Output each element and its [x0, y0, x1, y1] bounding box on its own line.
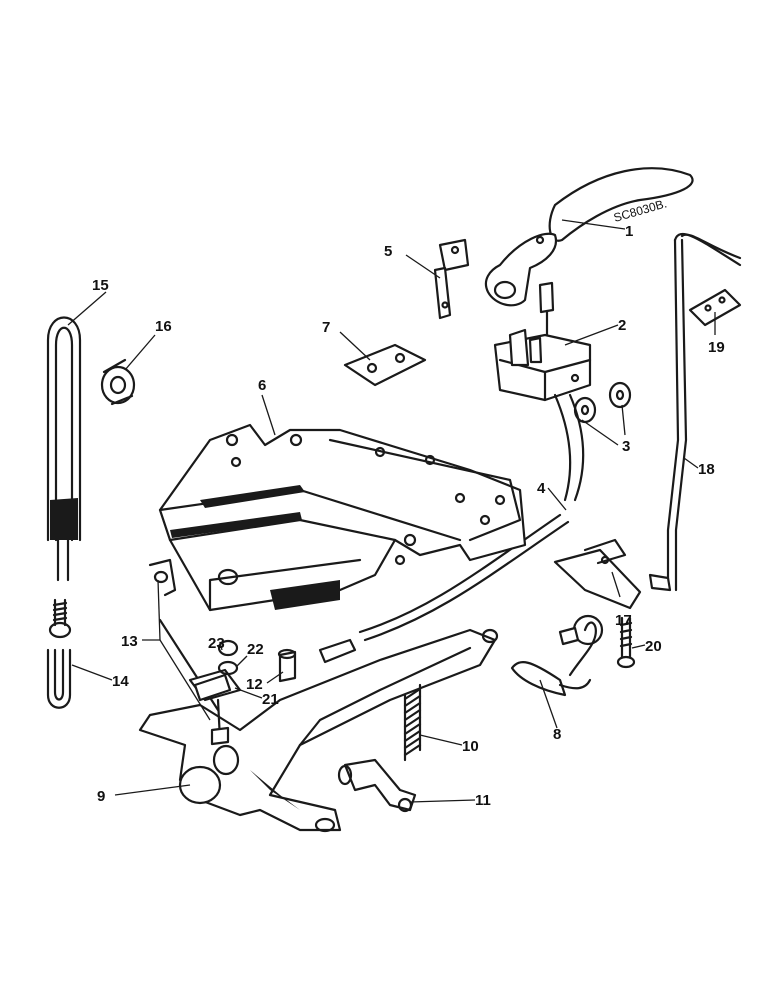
callout-7: 7	[322, 319, 330, 336]
part-22-washer	[217, 660, 239, 676]
part-12-sleeve	[277, 648, 297, 683]
callout-15: 15	[92, 277, 109, 294]
part-21-block	[193, 673, 232, 702]
part-11-pivot-pin	[337, 758, 417, 813]
callout-3: 3	[622, 438, 630, 455]
part-3-washers	[573, 381, 632, 424]
part-7-plate	[343, 343, 427, 387]
part-23-nut	[217, 639, 239, 657]
part-17-small-bracket	[553, 538, 642, 610]
callout-18: 18	[698, 461, 715, 478]
callout-5: 5	[384, 243, 392, 260]
part-2-bracket-block	[493, 281, 592, 402]
part-18-bent-rod	[648, 232, 742, 592]
callout-23: 23	[208, 635, 225, 652]
callout-4: 4	[537, 480, 546, 497]
part-20-bolt	[616, 616, 636, 669]
callout-13: 13	[121, 633, 138, 650]
part-15-link-rod	[46, 316, 82, 582]
part-8-pin-chain	[510, 614, 604, 697]
callout-16: 16	[155, 318, 172, 335]
callout-10: 10	[462, 738, 479, 755]
part-5-angle-bracket	[433, 238, 470, 320]
callout-20: 20	[645, 638, 662, 655]
part-4-cable	[318, 393, 585, 664]
part-1-handle-lever	[484, 167, 694, 307]
callout-1: 1	[625, 223, 633, 240]
leader-lines	[67, 219, 716, 803]
callout-2: 2	[618, 317, 626, 334]
part-14-shackle	[46, 598, 72, 709]
callout-12: 12	[246, 676, 263, 693]
callout-21: 21	[262, 691, 279, 708]
part-6-main-frame	[158, 423, 527, 612]
callout-9: 9	[97, 788, 105, 805]
part-10-spring	[403, 683, 422, 762]
callout-6: 6	[258, 377, 266, 394]
callout-8: 8	[553, 726, 561, 743]
callout-17: 17	[615, 612, 632, 629]
part-16-bushing	[100, 358, 136, 406]
callout-14: 14	[112, 673, 129, 690]
callout-19: 19	[708, 339, 725, 356]
part-19-small-plate	[688, 288, 742, 327]
part-9-drawbar	[138, 628, 499, 833]
callout-11: 11	[475, 792, 491, 809]
callout-22: 22	[247, 641, 264, 658]
